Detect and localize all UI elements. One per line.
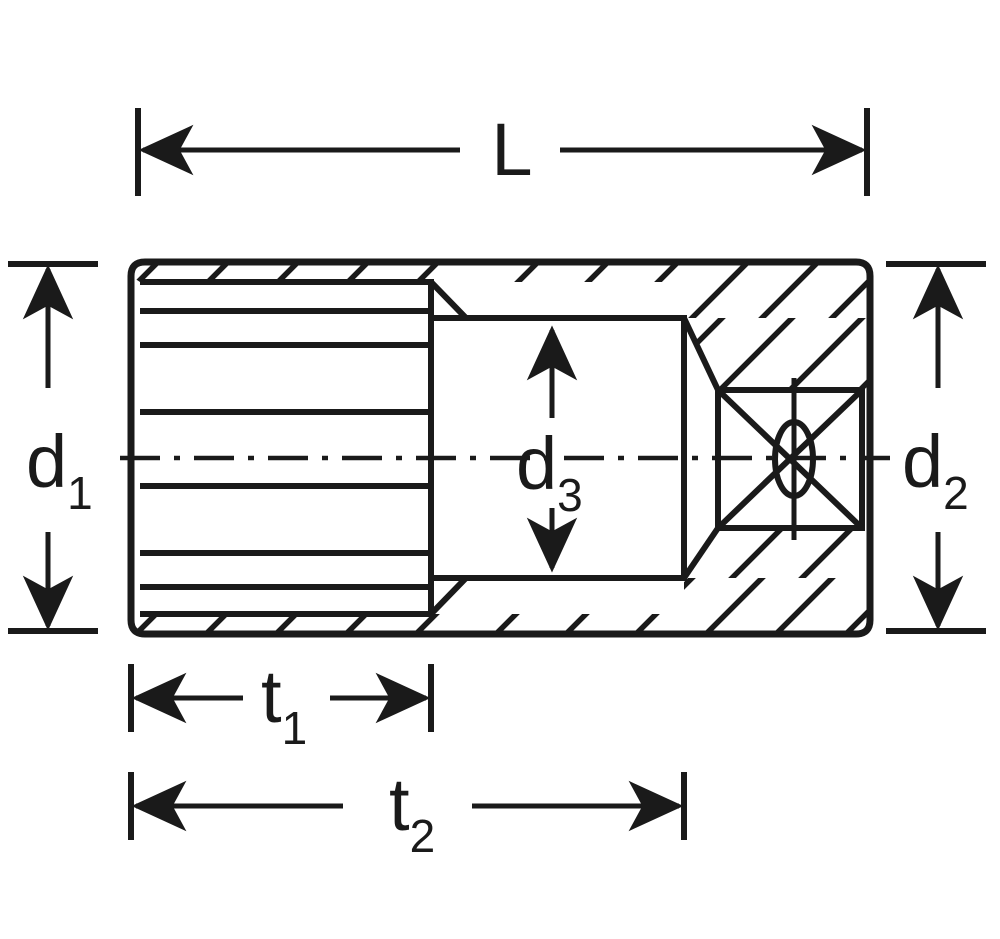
label-d1: d1 bbox=[26, 420, 93, 519]
bore-to-drive-chamfer-bottom bbox=[681, 526, 721, 580]
bore-to-drive-chamfer-top bbox=[681, 316, 721, 392]
label-d2: d2 bbox=[902, 420, 969, 519]
socket-bore-outline bbox=[140, 279, 434, 617]
dimension-t2 bbox=[128, 772, 687, 840]
spline-profile-lines bbox=[140, 308, 431, 590]
inner-bore-outline bbox=[431, 315, 687, 581]
label-d3: d3 bbox=[516, 422, 583, 521]
dimension-d1 bbox=[8, 261, 98, 634]
socket-body-outline bbox=[127, 258, 874, 638]
dimension-t1 bbox=[128, 664, 434, 732]
socket-step-bottom bbox=[428, 575, 469, 617]
dimension-L bbox=[135, 108, 870, 196]
dimension-labels: L d1 d2 d3 t1 t2 bbox=[26, 108, 969, 862]
dimension-d2 bbox=[886, 261, 986, 634]
label-L: L bbox=[491, 108, 532, 191]
section-hatching-right-upper bbox=[684, 318, 870, 390]
label-t2: t2 bbox=[389, 763, 435, 862]
label-t1: t1 bbox=[261, 655, 307, 754]
socket-step-top bbox=[428, 279, 469, 321]
